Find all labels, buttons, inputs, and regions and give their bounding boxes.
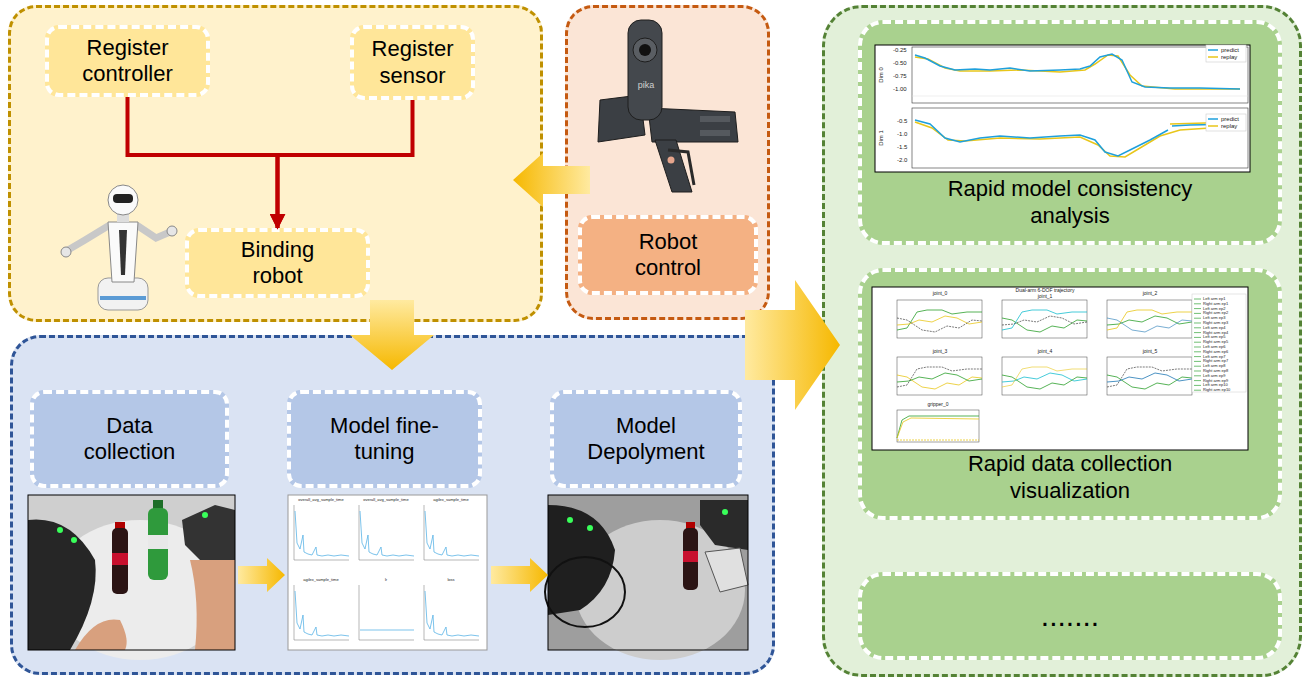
chart-text: gripper_0 [927, 402, 948, 407]
chart-text: Right arm ep3 [1203, 321, 1228, 325]
node-label: ....... [1041, 598, 1099, 634]
robot-illustration [61, 185, 177, 310]
node-label: Model fine-tuning [320, 413, 450, 466]
chart-text: Right arm ep4 [1203, 331, 1228, 335]
flow-arrow [238, 558, 285, 592]
node-label: Register sensor [355, 36, 470, 89]
tool-box: Rapid data collection visualization [858, 268, 1282, 520]
chart-text: -0.5 [897, 118, 907, 124]
group-panel: Rapid model consistency analysisRapid da… [822, 5, 1302, 677]
chart-text: -2.0 [897, 157, 907, 163]
chart-text: joint_0 [933, 291, 948, 296]
node-label: Data collection [70, 413, 190, 466]
flow-arrow [745, 280, 840, 410]
chart-text: -1.00 [893, 86, 907, 92]
chart-text: -1.0 [897, 131, 907, 137]
photo-deployment [545, 495, 748, 660]
node-label: Register controller [53, 35, 203, 88]
chart-text: Right arm ep6 [1203, 350, 1228, 354]
signal-arrow [128, 97, 278, 228]
group-panel: Register controller Register sensorBindin… [8, 5, 543, 322]
step-label-box: Data collection [30, 390, 229, 488]
node-label: Binding robot [223, 237, 333, 290]
node-label: Rapid model consistency analysis [920, 176, 1220, 229]
photo-data-collection [28, 495, 235, 660]
chart-text: Left arm ep3 [1203, 316, 1225, 320]
node-label: Robot control [618, 229, 718, 282]
chart-text: Dim 0 [878, 67, 884, 83]
process-box: Robot control [578, 215, 758, 295]
chart-text: Right arm ep9 [1203, 379, 1228, 383]
chart-text: -1.5 [897, 144, 907, 150]
chart-text: Left arm ep9 [1203, 374, 1225, 378]
step-box: Model Depolyment [548, 390, 748, 650]
chart-text: -0.50 [893, 60, 907, 66]
flow-arrow [513, 153, 590, 207]
chart-text: Left arm ep1 [1203, 297, 1225, 301]
process-box: Binding robot [185, 228, 370, 298]
chart-text: Dual-arm 6-DOF trajectory [1016, 288, 1075, 293]
chart-text: Left arm ep8 [1203, 364, 1225, 368]
group-panel: Robot control [565, 5, 770, 320]
process-box: Register sensor [350, 25, 475, 100]
group-panel: Data collection Model fine-tuning Model De… [10, 335, 775, 675]
chart-text: agilex_sample_time [433, 498, 468, 502]
chart-text: loss [447, 578, 454, 582]
trajectory-chart [872, 287, 1248, 450]
chart-text: joint_4 [1038, 349, 1053, 354]
signal-arrow [278, 100, 413, 228]
tool-box: ....... [858, 572, 1282, 660]
step-box: Data collection [28, 390, 235, 650]
chart-text: joint_2 [1143, 291, 1158, 296]
chart-text: -0.75 [893, 73, 907, 79]
gripper-illustration [598, 20, 738, 192]
chart-text: Right arm ep7 [1203, 359, 1228, 363]
chart-text: Left arm ep4 [1203, 326, 1225, 330]
step-box: Model fine-tuning [285, 390, 488, 650]
chart-text: -0.25 [893, 47, 907, 53]
chart-text: Left arm ep7 [1203, 355, 1225, 359]
chart-text: agilex_sample_time [303, 578, 338, 582]
chart-text: joint_5 [1143, 349, 1158, 354]
chart-text: joint_3 [933, 349, 948, 354]
step-label-box: Model Depolyment [550, 390, 742, 488]
chart-text: predict [1221, 47, 1239, 53]
step-label-box: Model fine-tuning [287, 390, 482, 488]
chart-text: Right arm ep10 [1203, 388, 1230, 392]
node-label: Model Depolyment [576, 413, 716, 466]
chart-text: Left arm ep6 [1203, 345, 1225, 349]
chart-text: replay [1221, 123, 1237, 129]
chart-text: Right arm ep2 [1203, 311, 1228, 315]
chart-text: Right arm ep8 [1203, 369, 1228, 373]
chart-text: Left arm ep5 [1203, 335, 1225, 339]
process-box: Register controller [45, 25, 210, 97]
chart-text: replay [1221, 54, 1237, 60]
chart-text: joint_1 [1038, 294, 1053, 299]
flow-arrow [350, 300, 434, 370]
chart-text: lr [385, 578, 387, 582]
chart-text: Left arm ep10 [1203, 383, 1228, 387]
flow-arrow [491, 558, 548, 592]
training-plots [288, 495, 487, 650]
chart-text: overall_avg_sample_time [363, 498, 408, 502]
chart-text: Right arm ep5 [1203, 340, 1228, 344]
chart-text: Left arm ep2 [1203, 307, 1225, 311]
node-label: Rapid data collection visualization [920, 451, 1220, 504]
chart-text: predict [1221, 116, 1239, 122]
chart-text: overall_avg_sample_time [298, 498, 343, 502]
chart-text: pika [638, 81, 655, 90]
tool-box: Rapid model consistency analysis [858, 20, 1282, 245]
chart-text: Dim 1 [878, 130, 884, 146]
chart-text: Right arm ep1 [1203, 302, 1228, 306]
consistency-chart [875, 45, 1250, 172]
